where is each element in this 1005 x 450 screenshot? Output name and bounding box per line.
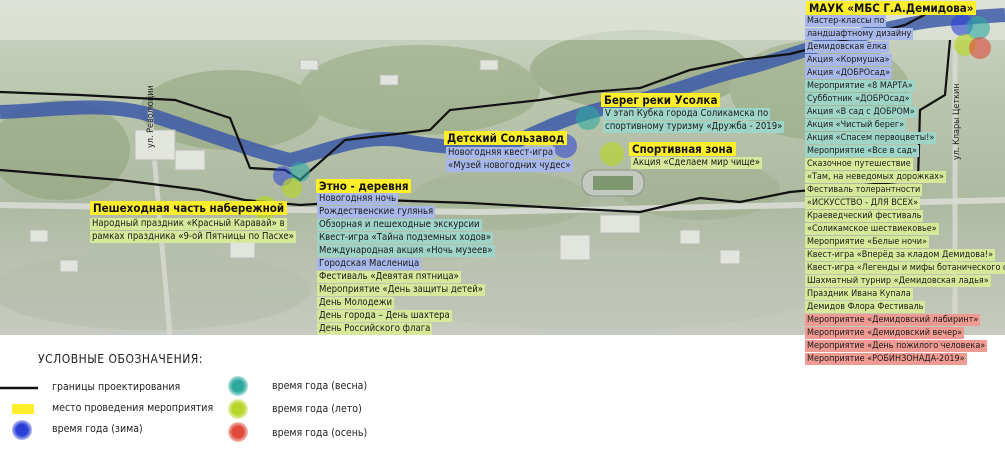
legend-venue: место проведения мероприятия: [52, 402, 214, 414]
event-item: Мероприятие «Белые ночи»: [805, 236, 930, 248]
event-item: Мероприятие «РОБИНЗОНАДА-2019»: [805, 353, 967, 365]
event-item: Мероприятие «Демидовский лабиринт»: [805, 314, 981, 326]
event-item: «Соликамское шествиековье»: [805, 223, 939, 235]
street-label-revolution: ул. Революции: [146, 85, 156, 148]
event-item: Шахматный турнир «Демидовская ладья»: [805, 275, 991, 287]
event-list-solzavod: Новогодняя квест-игра«Музей новогодних ч…: [446, 147, 573, 173]
event-item: Новогодняя квест-игра: [446, 147, 556, 159]
event-item: Городская Масленица: [317, 258, 422, 270]
event-item: спортивному туризму «Дружба - 2019»: [603, 121, 785, 133]
event-item: Краеведческий фестиваль: [805, 210, 924, 222]
site-title-solzavod: Детский Сользавод: [444, 131, 568, 145]
event-item: День Молодежи: [317, 297, 394, 309]
event-item: Акция «Кормушка»: [805, 54, 892, 66]
event-item: «Музей новогодних чудес»: [446, 160, 573, 172]
spring-legend-icon: [228, 376, 248, 396]
event-item: Международная акция «Ночь музеев»: [317, 245, 495, 257]
event-item: Народный праздник «Красный Каравай» в: [90, 218, 287, 230]
event-item: «ИСКУССТВО - ДЛЯ ВСЕХ»: [805, 197, 921, 209]
event-item: Мастер-классы по: [805, 15, 887, 27]
legend-boundary: границы проектирования: [52, 381, 181, 393]
legend-summer: время года (лето): [272, 403, 362, 415]
autumn-legend-icon: [228, 422, 248, 442]
event-item: Мероприятие «Все в сад»: [805, 145, 919, 157]
event-item: рамках праздника «9-ой Пятницы по Пасхе»: [90, 231, 296, 243]
event-item: Акция «Спасем первоцветы!»: [805, 132, 937, 144]
site-title-sport: Спортивная зона: [629, 142, 736, 156]
event-item: Демидовская ёлка: [805, 41, 889, 53]
event-item: Субботник «ДОБРОсад»: [805, 93, 912, 105]
event-item: Мероприятие «День защиты детей»: [317, 284, 486, 296]
boundary-legend-icon: [0, 386, 38, 390]
legend-autumn: время года (осень): [272, 427, 368, 439]
winter-legend-icon: [12, 420, 32, 440]
event-item: Демидов Флора Фестиваль: [805, 301, 926, 313]
site-title-embankment: Пешеходная часть набережной: [90, 201, 288, 215]
legend-winter: время года (зима): [52, 423, 143, 435]
event-item: Квест-игра «Легенды и мифы ботанического…: [805, 262, 1005, 274]
season-dots: [253, 14, 991, 220]
event-item: День Российского флага: [317, 323, 433, 335]
event-item: Акция «Сделаем мир чище»: [631, 157, 763, 169]
venue-legend-icon: [12, 404, 34, 414]
event-item: Фестиваль «Девятая пятница»: [317, 271, 461, 283]
event-item: День города – День шахтера: [317, 310, 452, 322]
summer-legend-icon: [228, 399, 248, 419]
event-item: Сказочное путешествие: [805, 158, 913, 170]
event-item: Акция «В сад с ДОБРОМ»: [805, 106, 917, 118]
legend-spring: время года (весна): [272, 380, 368, 392]
legend-title: УСЛОВНЫЕ ОБОЗНАЧЕНИЯ:: [38, 352, 203, 366]
site-title-ethno: Этно - деревня: [316, 179, 412, 193]
event-item: Квест-игра «Вперёд за кладом Демидова!»: [805, 249, 996, 261]
event-item: ландшафтному дизайну: [805, 28, 914, 40]
event-item: Обзорная и пешеходные экскурсии: [317, 219, 482, 231]
event-item: Мероприятие «День пожилого человека»: [805, 340, 988, 352]
site-title-bereg: Берег реки Усолка: [601, 93, 721, 107]
event-item: Рождественские гулянья: [317, 206, 436, 218]
event-item: Фестиваль толерантности: [805, 184, 923, 196]
buildings: [29, 59, 741, 273]
event-item: Мероприятие «8 МАРТА»: [805, 80, 915, 92]
event-item: Акция «Чистый берег»: [805, 119, 907, 131]
event-item: V этап Кубка города Соликамска по: [603, 108, 771, 120]
event-item: Новогодняя ночь: [317, 193, 399, 205]
event-list-sport: Акция «Сделаем мир чище»: [631, 157, 763, 170]
event-item: Праздник Ивана Купала: [805, 288, 913, 300]
event-item: Мероприятие «Демидовский вечер»: [805, 327, 965, 339]
event-item: Квест-игра «Тайна подземных ходов»: [317, 232, 494, 244]
event-item: «Там, на неведомых дорожках»: [805, 171, 946, 183]
site-title-mauk: МАУК «МБС Г.А.Демидова»: [806, 1, 977, 15]
event-item: Акция «ДОБРОсад»: [805, 67, 893, 79]
